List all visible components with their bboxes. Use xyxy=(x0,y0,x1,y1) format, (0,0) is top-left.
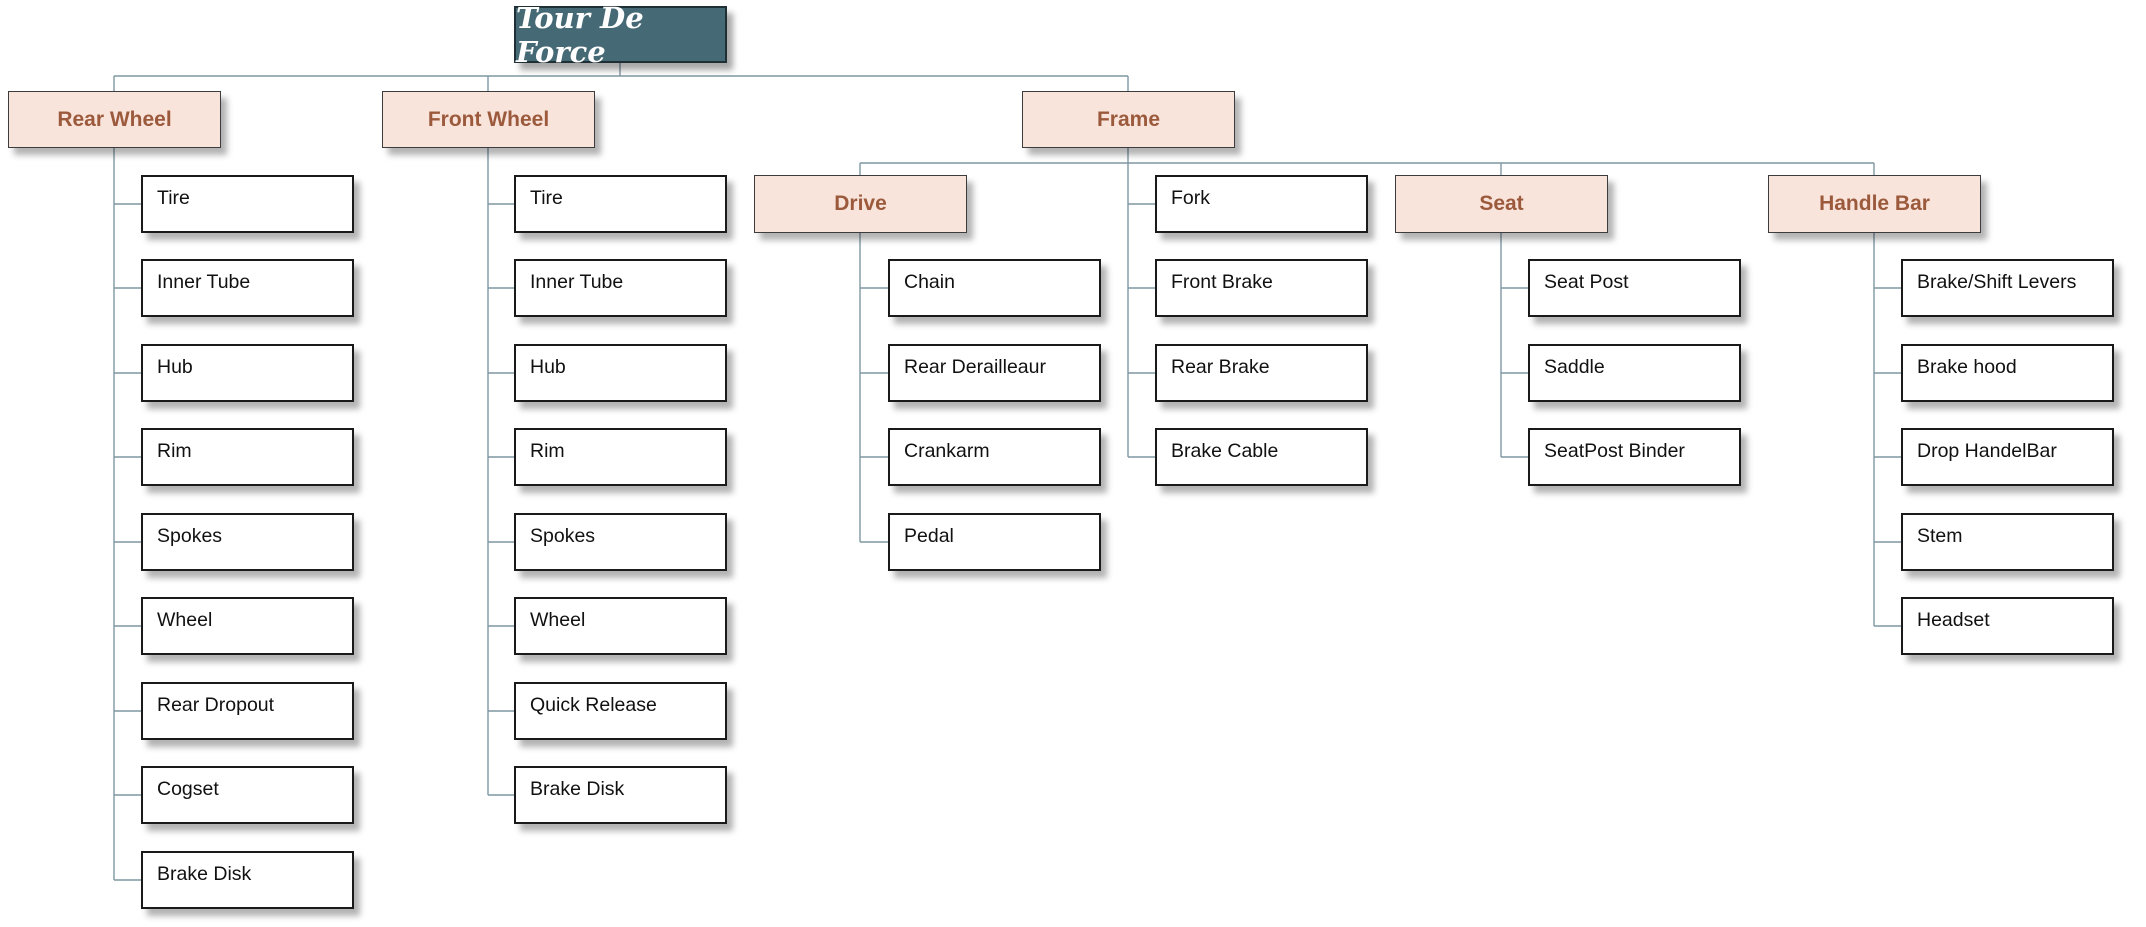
handle-bar-item: Stem xyxy=(1901,513,2114,571)
front-wheel-item: Brake Disk xyxy=(514,766,727,824)
drive-item: Rear Derailleaur xyxy=(888,344,1101,402)
front-wheel-item: Quick Release xyxy=(514,682,727,740)
rear-wheel-item: Tire xyxy=(141,175,354,233)
seat-item: SeatPost Binder xyxy=(1528,428,1741,486)
rear-wheel-item: Spokes xyxy=(141,513,354,571)
handle-bar-item: Brake/Shift Levers xyxy=(1901,259,2114,317)
drive-item: Chain xyxy=(888,259,1101,317)
rear-wheel-item: Wheel xyxy=(141,597,354,655)
rear-wheel-item: Rear Dropout xyxy=(141,682,354,740)
group-seat: Seat xyxy=(1395,175,1608,233)
root-node: Tour De Force xyxy=(514,1,727,69)
front-wheel-item: Tire xyxy=(514,175,727,233)
group-rear-wheel: Rear Wheel xyxy=(8,91,221,148)
group-frame: Frame xyxy=(1022,91,1235,148)
handle-bar-item: Headset xyxy=(1901,597,2114,655)
front-wheel-item: Hub xyxy=(514,344,727,402)
group-front-wheel: Front Wheel xyxy=(382,91,595,148)
rear-wheel-item: Brake Disk xyxy=(141,851,354,909)
seat-item: Seat Post xyxy=(1528,259,1741,317)
rear-wheel-item: Inner Tube xyxy=(141,259,354,317)
front-wheel-item: Rim xyxy=(514,428,727,486)
front-wheel-item: Inner Tube xyxy=(514,259,727,317)
group-handle-bar: Handle Bar xyxy=(1768,175,1981,233)
handle-bar-item: Drop HandelBar xyxy=(1901,428,2114,486)
front-wheel-item: Wheel xyxy=(514,597,727,655)
frame-item: Rear Brake xyxy=(1155,344,1368,402)
rear-wheel-item: Rim xyxy=(141,428,354,486)
rear-wheel-item: Cogset xyxy=(141,766,354,824)
seat-item: Saddle xyxy=(1528,344,1741,402)
drive-item: Crankarm xyxy=(888,428,1101,486)
group-drive: Drive xyxy=(754,175,967,233)
drive-item: Pedal xyxy=(888,513,1101,571)
frame-item: Brake Cable xyxy=(1155,428,1368,486)
rear-wheel-item: Hub xyxy=(141,344,354,402)
front-wheel-item: Spokes xyxy=(514,513,727,571)
handle-bar-item: Brake hood xyxy=(1901,344,2114,402)
frame-item: Fork xyxy=(1155,175,1368,233)
frame-item: Front Brake xyxy=(1155,259,1368,317)
